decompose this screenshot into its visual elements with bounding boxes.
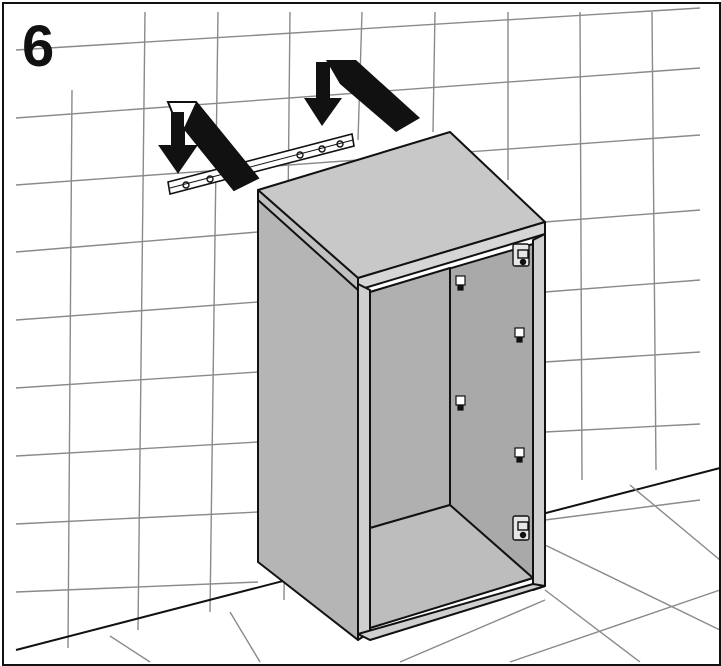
shelf-pin-icon — [455, 395, 466, 411]
shelf-pin-icons — [455, 275, 525, 463]
arrow-down-icon-left — [158, 101, 260, 192]
wall-tiles — [15, 7, 701, 649]
hinge-icon-bottom — [512, 515, 530, 541]
step-number: 6 — [22, 14, 55, 79]
cabinet — [257, 131, 546, 641]
shelf-pin-icon — [455, 275, 466, 291]
floor-tiles — [15, 467, 721, 663]
mounting-rail-icon — [167, 133, 355, 195]
shelf-pin-icon — [514, 447, 525, 463]
shelf-pin-icon — [514, 327, 525, 343]
hinge-icon-top — [512, 243, 530, 267]
arrow-down-icon-right — [304, 60, 420, 132]
